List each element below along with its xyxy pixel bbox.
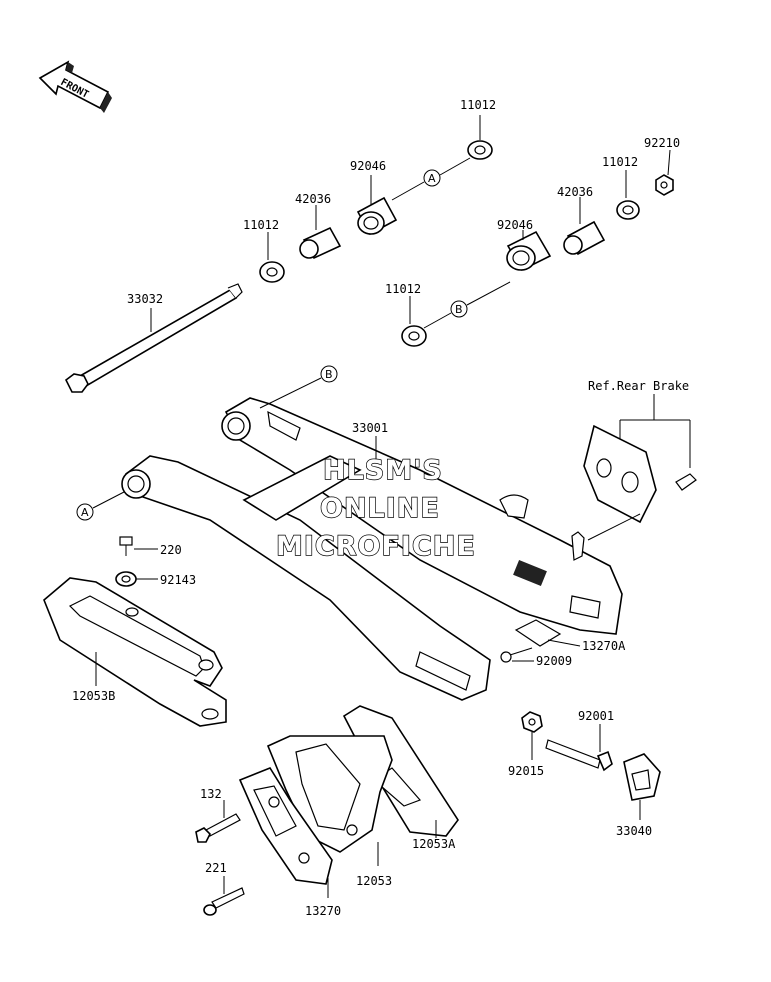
screw-92009: 92009 bbox=[500, 647, 572, 668]
pivot-shaft: 33032 bbox=[64, 283, 243, 393]
label-92143: 92143 bbox=[160, 573, 196, 587]
chain-slider-12053b: 12053B bbox=[43, 577, 227, 727]
ref-rear-brake-label: Ref.Rear Brake bbox=[588, 379, 689, 393]
label-11012-left: 11012 bbox=[243, 218, 279, 232]
label-13270a: 13270A bbox=[582, 639, 626, 653]
pivot-seal-right-bottom: 11012 bbox=[385, 282, 427, 347]
pivot-nut-92210: 92210 bbox=[644, 136, 680, 196]
rear-brake-reference: Ref.Rear Brake bbox=[583, 379, 697, 541]
label-11012-right: 11012 bbox=[602, 155, 638, 169]
label-220: 220 bbox=[160, 543, 182, 557]
callout-a-top-letter: A bbox=[428, 172, 436, 185]
label-42036-right: 42036 bbox=[557, 185, 593, 199]
label-12053a: 12053A bbox=[412, 837, 456, 851]
watermark: HLSM'S ONLINE MICROFICHE bbox=[275, 454, 476, 562]
callout-a-lower: A bbox=[76, 491, 125, 521]
label-92210: 92210 bbox=[644, 136, 680, 150]
callout-b-lower-letter: B bbox=[325, 368, 333, 381]
label-11012-lower: 11012 bbox=[385, 282, 421, 296]
collar-left: 42036 bbox=[295, 192, 342, 260]
pivot-seal-left: 11012 bbox=[243, 218, 285, 283]
watermark-line-3: MICROFICHE bbox=[276, 531, 476, 562]
label-92015: 92015 bbox=[508, 764, 544, 778]
label-33001: 33001 bbox=[352, 421, 388, 435]
guard-13270: 13270 bbox=[238, 767, 341, 918]
pivot-seal-top: 11012 bbox=[460, 98, 496, 160]
label-12053: 12053 bbox=[356, 874, 392, 888]
bolt-92001: 92001 bbox=[545, 709, 614, 772]
label-33040: 33040 bbox=[616, 824, 652, 838]
callout-a-top: A bbox=[391, 157, 471, 201]
watermark-line-1: HLSM'S bbox=[323, 455, 443, 486]
label-92009: 92009 bbox=[536, 654, 572, 668]
label-92046-left: 92046 bbox=[350, 159, 386, 173]
bolt-220: 220 bbox=[119, 536, 182, 557]
chain-guide-12053: 12053 bbox=[266, 735, 393, 888]
nut-92015: 92015 bbox=[508, 711, 544, 778]
label-92046-right: 92046 bbox=[497, 218, 533, 232]
adjuster-block-33040: 33040 bbox=[616, 753, 661, 838]
label-33032: 33032 bbox=[127, 292, 163, 306]
washer-92143: 92143 bbox=[115, 571, 196, 587]
label-12053b: 12053B bbox=[72, 689, 115, 703]
needle-bearing-left: 92046 bbox=[350, 159, 398, 236]
gasket-13270a: 13270A bbox=[514, 619, 626, 653]
collar-right: 42036 bbox=[557, 185, 606, 256]
label-11012-top: 11012 bbox=[460, 98, 496, 112]
label-132: 132 bbox=[200, 787, 222, 801]
swingarm: 33001 bbox=[121, 397, 623, 701]
label-92001: 92001 bbox=[578, 709, 614, 723]
front-arrow-icon: FRONT bbox=[38, 60, 112, 113]
callout-b-lower: B bbox=[259, 365, 338, 409]
label-221: 221 bbox=[205, 861, 227, 875]
pivot-seal-right-top: 11012 bbox=[602, 155, 640, 220]
bolt-132: 132 bbox=[195, 787, 241, 843]
callout-a-lower-letter: A bbox=[81, 506, 89, 519]
needle-bearing-right: 92046 bbox=[497, 218, 552, 272]
label-42036-left: 42036 bbox=[295, 192, 331, 206]
callout-b-top-letter: B bbox=[455, 303, 463, 316]
label-13270: 13270 bbox=[305, 904, 341, 918]
watermark-line-2: ONLINE bbox=[320, 493, 440, 524]
screw-221: 221 bbox=[203, 861, 245, 916]
callout-b-top: B bbox=[423, 281, 511, 329]
